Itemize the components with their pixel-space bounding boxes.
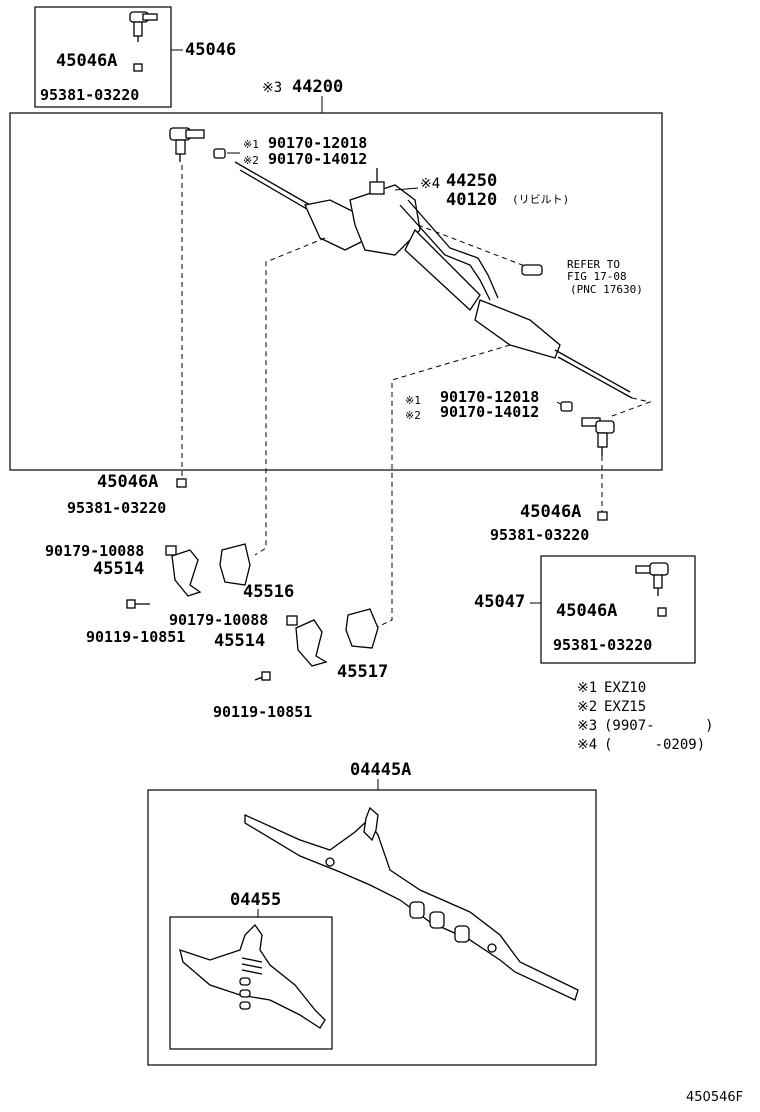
legend-text-2: EXZ15	[604, 699, 646, 715]
gear-assembly-group: ※3 44200 ※1 90170-12018	[9, 77, 663, 471]
legend: ※1 EXZ10 ※2 EXZ15 ※3 (9907- ) ※4 ( -0209…	[577, 680, 714, 753]
bolt-head-icon	[126, 599, 136, 609]
upper-bolt-label: 90119-10851	[86, 628, 185, 646]
sensor-icon	[521, 264, 543, 276]
housing-kit-number: 04445A	[350, 760, 411, 780]
nut-icon	[286, 615, 298, 626]
kit-45046-box	[34, 6, 172, 108]
nut-icon	[165, 545, 177, 556]
housing-kit-group: 04445A 04455	[147, 760, 597, 1066]
kit-45047-assembly-label: 45047	[474, 592, 525, 612]
legend-mark-4: ※4	[577, 737, 597, 753]
steering-rack-icon	[234, 161, 633, 399]
dashed-leader	[374, 344, 511, 629]
kit-45046-bolt-label: 95381-03220	[40, 86, 139, 104]
left-end-part-label: 45046A	[97, 472, 158, 492]
valve-sub-number-label: 40120	[446, 190, 497, 210]
gear-mark: ※3	[262, 80, 282, 96]
bolt-head-icon	[261, 671, 271, 681]
refer-line2: FIG 17-08	[567, 270, 627, 283]
nut-icon	[560, 401, 573, 412]
leader-line	[394, 187, 419, 191]
refer-line1: REFER TO	[567, 258, 620, 271]
kit-45047-box	[540, 555, 696, 664]
valve-number-label: 44250	[446, 171, 497, 191]
valve-housing-icon	[179, 923, 326, 1029]
upper-nut-label: 90179-10088	[45, 542, 144, 560]
right-end-part-label: 45046A	[520, 502, 581, 522]
tie-rod-end-icon	[129, 11, 158, 42]
lower-note2-mark: ※2	[405, 409, 421, 422]
kit-45047-bolt-label: 95381-03220	[553, 636, 652, 654]
valve-sub-note: (リビルト)	[512, 193, 569, 206]
tie-rod-end-upper-icon	[169, 127, 205, 162]
lower-nut-label: 90179-10088	[169, 611, 268, 629]
gear-assembly-box	[9, 112, 663, 471]
grommet-icon	[345, 608, 379, 649]
legend-mark-1: ※1	[577, 680, 597, 696]
legend-text-1: EXZ10	[604, 680, 646, 696]
nut-icon	[176, 478, 187, 488]
housing-kit-inner-box	[169, 916, 333, 1050]
grommet-a-label: 45516	[243, 582, 294, 602]
brackets-group: 90179-10088 45514 90119-10851 45516 9017…	[45, 542, 388, 721]
lower-note1-mark: ※1	[405, 394, 421, 407]
dashed-leader	[417, 224, 531, 269]
kit-45047-part-label: 45046A	[556, 601, 617, 621]
upper-note2-mark: ※2	[243, 154, 259, 167]
grommet-b-label: 45517	[337, 662, 388, 682]
left-end-bolt-label: 95381-03220	[67, 499, 166, 517]
kit-45046-part-label: 45046A	[56, 51, 117, 71]
legend-text-3: (9907- )	[604, 718, 714, 734]
upper-note1-mark: ※1	[243, 138, 259, 151]
valve-mark: ※4	[420, 176, 440, 192]
figure-id: 450546F	[686, 1090, 743, 1105]
tie-rod-end-lower-icon	[581, 417, 615, 456]
dashed-leader	[611, 397, 652, 417]
refer-line3: (PNC 17630)	[570, 283, 643, 296]
grommet-icon	[219, 543, 251, 586]
gear-number-label: 44200	[292, 77, 343, 97]
nut-icon	[213, 148, 226, 159]
legend-mark-2: ※2	[577, 699, 597, 715]
housing-kit-box	[147, 789, 597, 1066]
tie-rod-end-icon	[635, 562, 669, 596]
legend-mark-3: ※3	[577, 718, 597, 734]
kit-45046-group: 45046A 95381-03220 45046	[34, 6, 236, 108]
rack-housing-icon	[244, 806, 579, 1001]
legend-text-4: ( -0209)	[604, 737, 705, 753]
nut-icon	[657, 607, 667, 617]
bracket-icon	[295, 619, 328, 667]
bracket-icon	[171, 549, 202, 597]
nut-icon	[597, 511, 608, 521]
upper-note1-part: 90170-12018	[268, 134, 367, 152]
lower-note2-part: 90170-14012	[440, 403, 539, 421]
kit-45047-group: 45047 45046A 95381-03220	[474, 555, 696, 664]
lower-note1-part: 90170-12018	[440, 388, 539, 406]
dashed-leader	[254, 237, 326, 556]
right-end-bolt-label: 95381-03220	[490, 526, 589, 544]
lower-bracket-label: 45514	[214, 631, 265, 651]
nut-icon	[133, 63, 143, 72]
housing-kit-inner-number: 04455	[230, 890, 281, 910]
upper-note2-part: 90170-14012	[268, 150, 367, 168]
upper-bracket-label: 45514	[93, 559, 144, 579]
lower-bolt-label: 90119-10851	[213, 703, 312, 721]
kit-45046-assembly-label: 45046	[185, 40, 236, 60]
